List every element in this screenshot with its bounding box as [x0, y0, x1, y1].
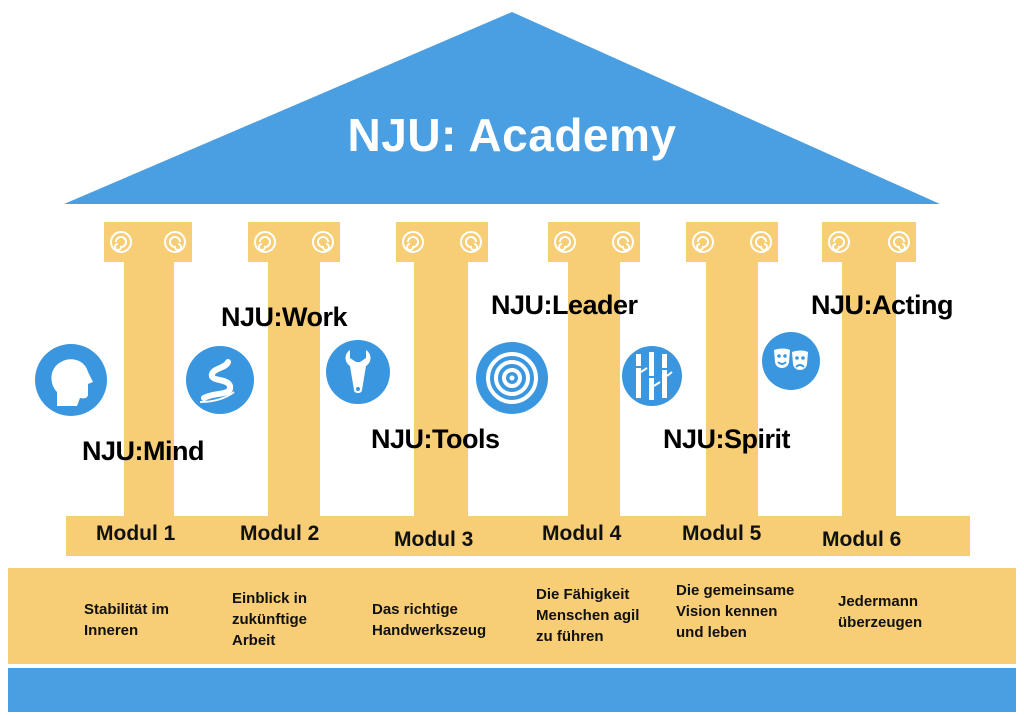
capital-6 — [822, 222, 916, 262]
module-4-name: NJU:Leader — [491, 290, 638, 320]
academy-title: NJU: Academy — [347, 109, 677, 161]
base-plate — [8, 568, 1016, 664]
capital-2 — [248, 222, 340, 262]
description-line: Handwerkszeug — [372, 622, 487, 639]
capital-5 — [686, 222, 778, 262]
head-icon — [35, 344, 107, 416]
column-5 — [706, 262, 758, 518]
description-line: zu führen — [536, 628, 604, 645]
volute-icon — [110, 231, 132, 253]
volute-icon — [750, 231, 772, 253]
module-5-name: NJU:Spirit — [663, 424, 791, 454]
foundation-strip — [8, 668, 1016, 712]
column-4 — [568, 262, 620, 518]
description-line: überzeugen — [838, 614, 923, 631]
roof — [64, 12, 940, 204]
stylobate — [66, 516, 970, 556]
description-line: zukünftige — [232, 611, 307, 628]
wrench-icon — [326, 340, 390, 404]
description-line: und leben — [676, 624, 747, 641]
module-2-description: Einblick in zukünftige Arbeit — [232, 588, 307, 651]
volute-icon — [612, 231, 634, 253]
module-4-description: Die Fähigkeit Menschen agil zu führen — [536, 584, 639, 647]
module-5-label: Modul 5 — [682, 522, 762, 545]
column-6 — [842, 262, 896, 518]
description-line: Stabilität im — [84, 601, 170, 618]
module-6-description: Jedermann überzeugen — [838, 591, 922, 633]
column-1 — [124, 262, 174, 518]
module-4-label: Modul 4 — [542, 522, 622, 545]
capital-1 — [104, 222, 192, 262]
volute-icon — [402, 231, 424, 253]
capital-4 — [548, 222, 640, 262]
roof-triangle — [64, 12, 940, 204]
volute-icon — [460, 231, 482, 253]
module-3-description: Das richtige Handwerkszeug — [372, 599, 486, 641]
module-3-label: Modul 3 — [394, 528, 474, 551]
description-line: Jedermann — [838, 593, 919, 610]
volute-icon — [828, 231, 850, 253]
bamboo-icon — [622, 346, 682, 406]
volute-icon — [692, 231, 714, 253]
module-6-label: Modul 6 — [822, 528, 902, 551]
module-3-name: NJU:Tools — [371, 424, 500, 454]
path-icon — [186, 346, 254, 414]
volute-icon — [164, 231, 186, 253]
capital-3 — [396, 222, 488, 262]
description-line: Inneren — [84, 622, 139, 639]
module-5-description: Die gemeinsame Vision kennen und leben — [676, 580, 794, 643]
module-1-label: Modul 1 — [96, 522, 176, 545]
module-1-name: NJU:Mind — [82, 436, 204, 466]
volute-icon — [888, 231, 910, 253]
target-icon — [476, 342, 548, 414]
description-line: Einblick in — [232, 590, 308, 607]
volute-icon — [312, 231, 334, 253]
description-line: Menschen agil — [536, 607, 640, 624]
description-line: Die gemeinsame — [676, 582, 795, 599]
column-3 — [414, 262, 468, 518]
module-1-description: Stabilität im Inneren — [84, 599, 169, 641]
theater-masks-icon — [762, 332, 820, 390]
description-line: Die Fähigkeit — [536, 586, 630, 603]
description-line: Arbeit — [232, 632, 276, 649]
column-2 — [268, 262, 320, 518]
module-2-name: NJU:Work — [221, 302, 348, 332]
module-6-name: NJU:Acting — [811, 290, 954, 320]
module-2-label: Modul 2 — [240, 522, 320, 545]
volute-icon — [554, 231, 576, 253]
description-line: Das richtige — [372, 601, 458, 618]
volute-icon — [254, 231, 276, 253]
description-line: Vision kennen — [676, 603, 778, 620]
